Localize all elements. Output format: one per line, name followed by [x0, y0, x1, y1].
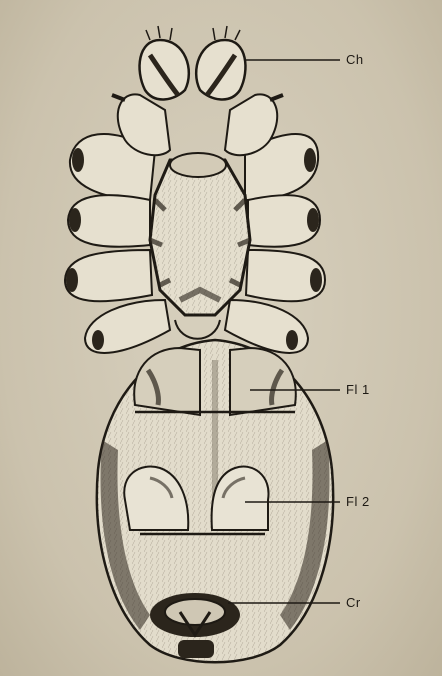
label-ch: Ch	[346, 52, 364, 67]
chelicerae	[140, 26, 246, 99]
label-fl1: Fl 1	[346, 382, 370, 397]
label-fl2: Fl 2	[346, 494, 370, 509]
label-cr: Cr	[346, 595, 361, 610]
maxillae	[112, 94, 283, 155]
